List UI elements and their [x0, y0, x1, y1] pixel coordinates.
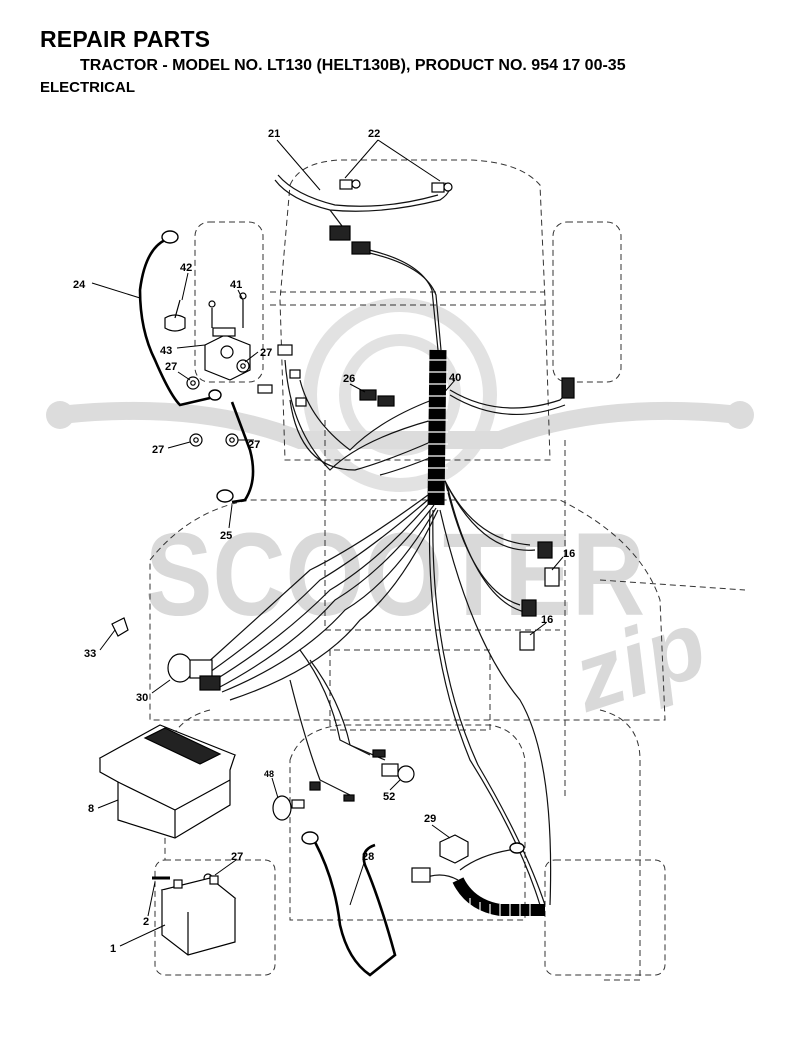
callout-27c: 27 [152, 444, 164, 456]
callout-30: 30 [136, 692, 148, 704]
callout-16a: 16 [563, 548, 575, 560]
ignition-switch [167, 653, 193, 683]
page-subtitle: TRACTOR - MODEL NO. LT130 (HELT130B), PR… [80, 57, 626, 74]
callout-27e: 27 [231, 851, 243, 863]
wiring-harness [204, 174, 571, 906]
headlight-bulb-right [431, 182, 445, 193]
callout-numbers: 21 22 24 42 41 43 27 27 27 27 26 40 25 1… [73, 128, 575, 955]
callout-25: 25 [220, 530, 232, 542]
callout-42: 42 [180, 262, 192, 274]
seat-switch [439, 834, 469, 864]
coiled-wire [419, 849, 545, 917]
callout-26: 26 [343, 373, 355, 385]
callout-8: 8 [88, 803, 94, 815]
callout-27b: 27 [165, 361, 177, 373]
callout-1: 1 [110, 943, 116, 955]
callout-33: 33 [84, 648, 96, 660]
callout-52: 52 [383, 791, 395, 803]
components [98, 179, 575, 956]
callout-29: 29 [424, 813, 436, 825]
headlight-bulb-left [339, 179, 353, 190]
watermark-brand: SCOOTER [145, 509, 645, 641]
callout-48: 48 [264, 769, 274, 779]
callout-28: 28 [362, 851, 374, 863]
callout-2: 2 [143, 916, 149, 928]
callout-41: 41 [230, 279, 242, 291]
battery-cables [138, 238, 397, 977]
harness-loom [427, 349, 448, 506]
callout-21: 21 [268, 128, 280, 140]
callout-40: 40 [449, 372, 461, 384]
callout-22: 22 [368, 128, 380, 140]
section-label: ELECTRICAL [40, 79, 135, 96]
callout-24: 24 [73, 279, 86, 291]
page-title: REPAIR PARTS [40, 26, 211, 52]
leader-lines [91, 139, 564, 947]
watermark: SCOOTER zip [46, 298, 754, 733]
cable-terminals [161, 230, 525, 854]
callout-27a: 27 [260, 347, 272, 359]
callout-16b: 16 [541, 614, 553, 626]
callout-27d: 27 [248, 439, 260, 451]
callout-43: 43 [160, 345, 172, 357]
